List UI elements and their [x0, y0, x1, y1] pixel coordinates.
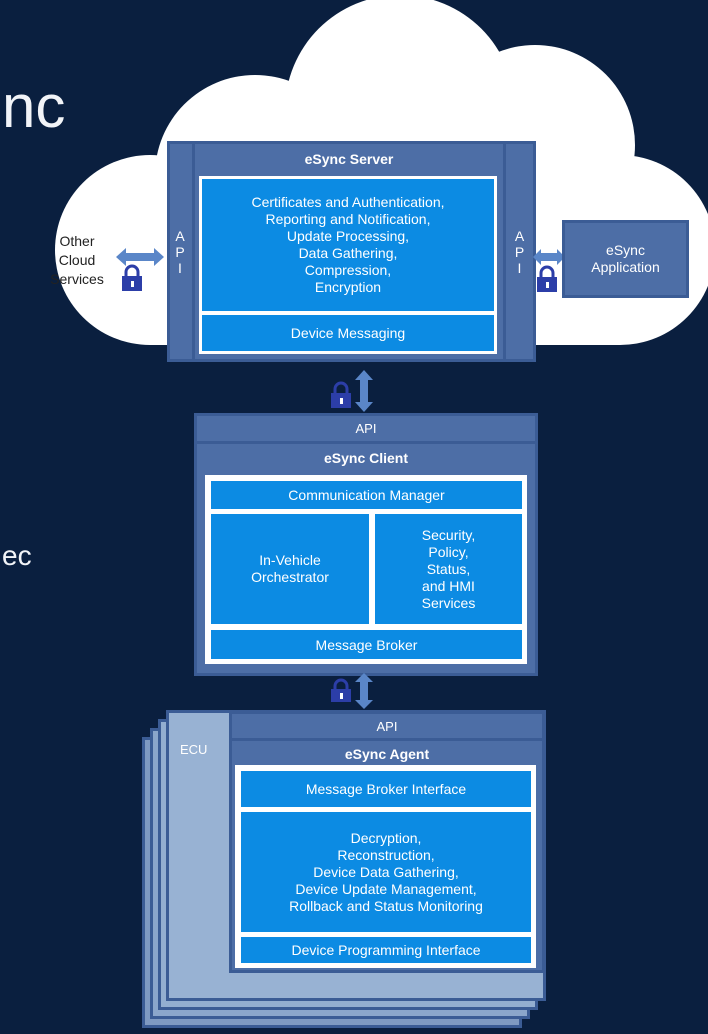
- lock-icon: [331, 678, 351, 702]
- client-api-divider: [197, 441, 535, 444]
- server-divider-left: [192, 142, 195, 361]
- lock-icon: [537, 265, 557, 292]
- server-title: eSync Server: [304, 151, 394, 167]
- message-broker-box: Message Broker: [211, 630, 522, 659]
- in-vehicle-orchestrator-box: In-Vehicle Orchestrator: [211, 514, 369, 624]
- background-side-fragment: ec: [2, 540, 32, 571]
- server-api-left: A P I: [175, 227, 185, 276]
- background-title-fragment: nc: [2, 73, 66, 140]
- lock-icon: [331, 381, 351, 408]
- communication-manager-box: Communication Manager: [211, 481, 522, 509]
- device-messaging-box: Device Messaging: [199, 312, 497, 354]
- lock-icon: [122, 264, 142, 291]
- double-arrow-icon: [116, 248, 164, 266]
- agent-api-label: API: [376, 718, 398, 734]
- client-title: eSync Client: [323, 450, 409, 466]
- message-broker-interface-box: Message Broker Interface: [241, 771, 531, 807]
- agent-api-divider: [232, 738, 542, 741]
- other-cloud-services-label: Other Cloud Services: [50, 232, 104, 287]
- agent-title: eSync Agent: [344, 746, 430, 762]
- double-arrow-icon: [355, 673, 373, 709]
- security-services-box: Security, Policy, Status, and HMI Servic…: [375, 514, 522, 624]
- agent-functions-box: Decryption, Reconstruction, Device Data …: [241, 812, 531, 932]
- double-arrow-icon: [533, 249, 565, 265]
- client-api-label: API: [355, 421, 377, 436]
- server-api-right: A P I: [514, 227, 525, 276]
- server-divider-right: [503, 142, 506, 361]
- device-programming-interface-box: Device Programming Interface: [241, 937, 531, 963]
- double-arrow-icon: [355, 370, 373, 412]
- esync-application-box: eSync Application: [562, 220, 689, 298]
- ecu-label: ECU: [180, 742, 208, 757]
- server-services-box: Certificates and Authentication, Reporti…: [199, 176, 497, 314]
